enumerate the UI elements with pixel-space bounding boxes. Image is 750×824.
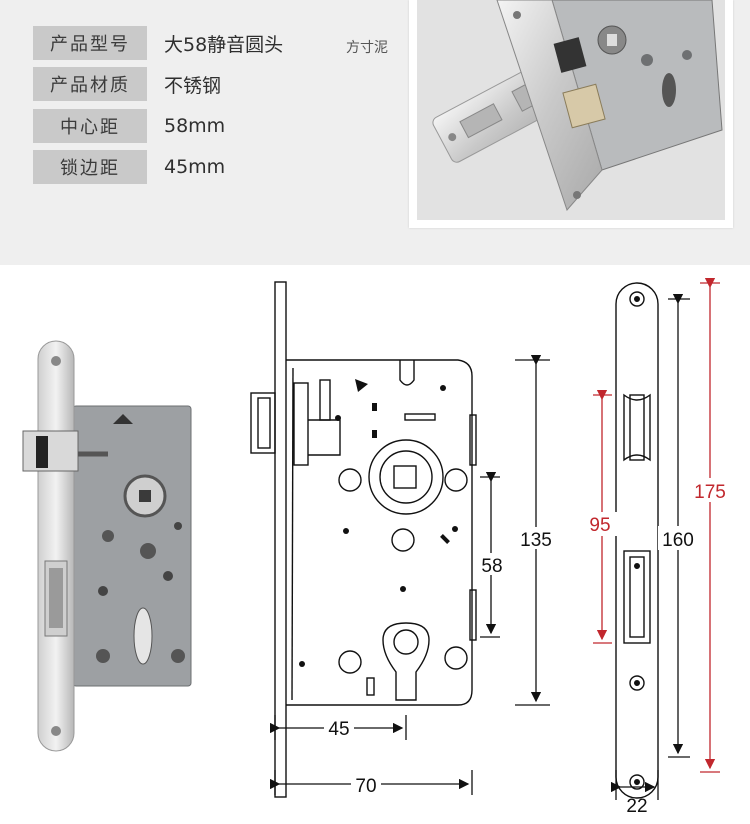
dimension-160-label: 160 <box>662 530 694 551</box>
dimension-175-label: 175 <box>694 482 726 503</box>
dimension-70-label: 70 <box>355 776 376 797</box>
technical-drawing: 135 58 45 70 22 160 175 95 <box>250 277 730 817</box>
spec-row-backset: 锁边距 45mm <box>33 150 225 184</box>
spec-label: 产品材质 <box>33 67 147 101</box>
dimension-95-label: 95 <box>589 515 610 536</box>
product-photo <box>417 0 725 220</box>
spec-value: 大58静音圆头 <box>164 33 284 56</box>
mortise-lock-photo-icon <box>496 0 723 211</box>
spec-row-material: 产品材质 不锈钢 <box>33 67 221 101</box>
lock-body-photo <box>22 340 192 752</box>
spec-value: 不锈钢 <box>164 74 222 97</box>
watermark-text: 方寸泥 <box>346 40 388 56</box>
spec-row-center-distance: 中心距 58mm <box>33 109 225 143</box>
dimension-22-label: 22 <box>626 796 647 817</box>
spec-row-model: 产品型号 大58静音圆头 <box>33 26 283 60</box>
dimension-45-label: 45 <box>328 719 349 740</box>
product-photo-frame <box>409 0 733 228</box>
dimension-58-label: 58 <box>481 556 502 577</box>
dimension-135-label: 135 <box>520 530 552 551</box>
spec-value: 58mm <box>164 115 226 137</box>
spec-value: 45mm <box>164 156 226 178</box>
spec-label: 中心距 <box>33 109 147 143</box>
spec-label: 锁边距 <box>33 150 147 184</box>
spec-label: 产品型号 <box>33 26 147 60</box>
